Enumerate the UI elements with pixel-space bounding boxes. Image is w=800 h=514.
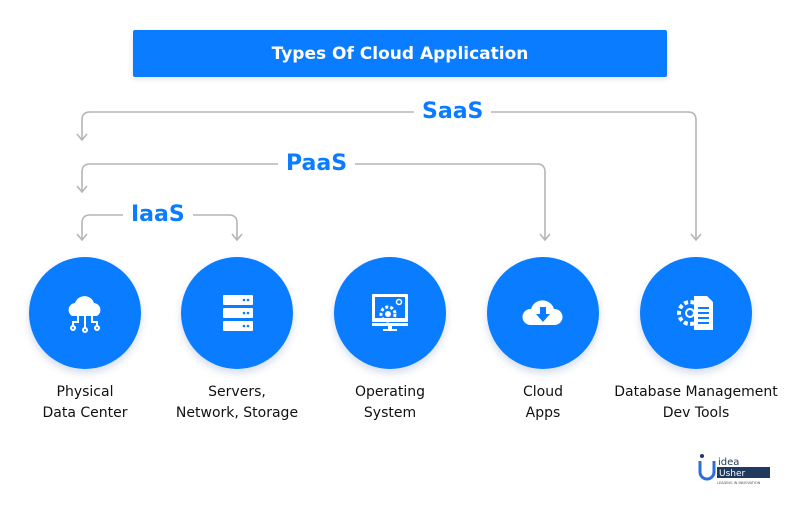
item-database-management <box>640 257 752 369</box>
svg-text:idea: idea <box>718 457 739 468</box>
monitor-gear-icon <box>372 294 408 331</box>
tier-label-paas: PaaS <box>278 151 356 177</box>
arrowheads <box>76 133 702 242</box>
cloud-network-icon <box>68 296 101 333</box>
svg-text:Usher: Usher <box>719 469 746 479</box>
svg-text:LEADING IN INNOVATION: LEADING IN INNOVATION <box>717 481 761 485</box>
item-operating-system <box>334 257 446 369</box>
tier-label-iaas: IaaS <box>123 202 193 228</box>
caption-servers: Servers,Network, Storage <box>175 384 299 421</box>
item-servers <box>181 257 293 369</box>
diagram-title: Types Of Cloud Application <box>133 30 667 77</box>
idea-usher-logo: idea Usher LEADING IN INNOVATION <box>698 454 770 485</box>
server-stack-icon <box>223 295 253 331</box>
tier-label-saas: SaaS <box>414 99 492 125</box>
saas-bracket <box>81 111 697 240</box>
cloud-download-icon <box>522 300 563 325</box>
gear-document-icon <box>677 296 713 330</box>
item-cloud-apps <box>487 257 599 369</box>
item-physical-data-center <box>29 257 141 369</box>
